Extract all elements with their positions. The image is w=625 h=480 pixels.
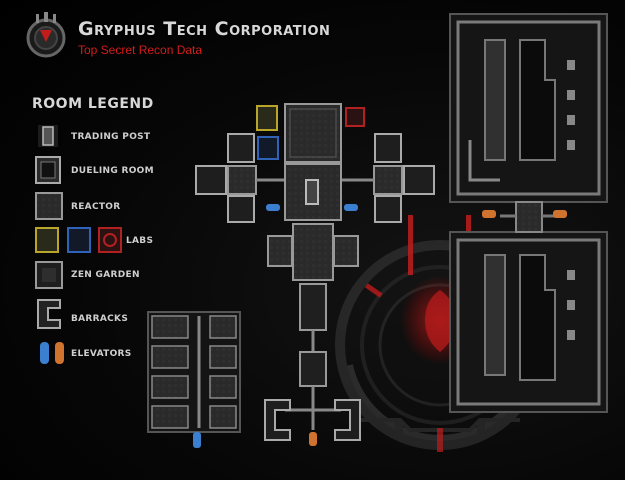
- gryphus-emblem-icon: [26, 12, 66, 58]
- elevators-icon: [40, 342, 64, 364]
- legend-label-barracks: BARRACKS: [71, 314, 129, 324]
- legend-label-dueling-room: DUELING ROOM: [71, 166, 154, 176]
- elevator-orange-icon: [553, 210, 567, 218]
- legend-label-elevators: ELEVATORS: [71, 349, 132, 359]
- legend-label-reactor: REACTOR: [71, 202, 121, 212]
- trading-post-icon: [305, 179, 319, 205]
- elevator-orange-icon: [482, 210, 496, 218]
- labs-icon: [35, 227, 122, 253]
- zen-garden-icon: [35, 261, 63, 289]
- legend-label-trading-post: TRADING POST: [71, 132, 151, 142]
- reactor-icon: [35, 192, 63, 220]
- central-complex: [195, 103, 435, 446]
- lab-red-icon: [345, 107, 365, 127]
- legend-label-labs: LABS: [126, 236, 154, 246]
- barracks-block: [147, 311, 241, 448]
- trading-post-icon: [38, 125, 58, 147]
- legend-title: ROOM LEGEND: [32, 96, 154, 112]
- legend-icons: [35, 125, 122, 364]
- emblem-drop-icon: [425, 290, 455, 352]
- dueling-room-icon: [35, 156, 61, 184]
- page-title: Gryphus Tech Corporation: [78, 18, 331, 40]
- lab-yellow-icon: [256, 105, 278, 131]
- east-wing: [449, 13, 608, 413]
- legend-label-zen-garden: ZEN GARDEN: [71, 270, 140, 280]
- page-subtitle: Top Secret Recon Data: [78, 43, 203, 57]
- barracks-icon: [37, 299, 61, 329]
- lab-blue-icon: [257, 136, 279, 160]
